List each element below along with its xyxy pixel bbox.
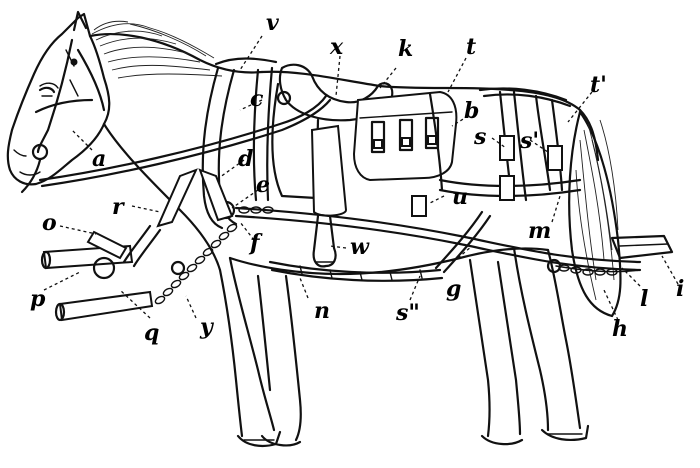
label-o: o bbox=[42, 210, 57, 236]
part-labels: a b c d e f g h i k l m n o p q r s s' s… bbox=[30, 10, 684, 346]
reins bbox=[38, 94, 332, 188]
horse-body bbox=[6, 10, 600, 447]
label-i: i bbox=[676, 276, 684, 302]
bridle bbox=[20, 38, 106, 194]
label-l: l bbox=[640, 286, 648, 312]
label-h: h bbox=[612, 316, 628, 342]
pole-front bbox=[40, 230, 186, 322]
mane bbox=[91, 20, 223, 79]
label-g: g bbox=[446, 276, 461, 302]
label-d: d bbox=[238, 146, 253, 172]
breeching bbox=[411, 87, 582, 217]
label-s2: s" bbox=[395, 300, 420, 326]
chain-f bbox=[238, 206, 274, 214]
label-f: f bbox=[248, 230, 263, 256]
girth bbox=[268, 210, 492, 282]
label-p: p bbox=[30, 286, 46, 312]
saddle bbox=[271, 63, 394, 268]
chain-y bbox=[154, 223, 238, 305]
label-w: w bbox=[350, 234, 370, 260]
label-k: k bbox=[398, 36, 413, 62]
traces bbox=[234, 206, 674, 276]
label-s: s bbox=[473, 124, 486, 150]
leader-lines bbox=[43, 35, 679, 321]
label-b: b bbox=[464, 98, 479, 124]
label-v: v bbox=[266, 10, 279, 36]
label-t: t bbox=[466, 34, 476, 60]
label-c: c bbox=[250, 86, 264, 112]
saddle-bag bbox=[352, 90, 458, 182]
label-x: x bbox=[329, 34, 344, 60]
label-n: n bbox=[314, 298, 330, 324]
label-a: a bbox=[92, 146, 106, 172]
neck-straps bbox=[122, 168, 234, 268]
label-t1: t' bbox=[590, 72, 607, 98]
label-y: y bbox=[199, 314, 215, 340]
tail bbox=[568, 110, 622, 318]
label-r: r bbox=[112, 194, 125, 220]
label-m: m bbox=[528, 218, 551, 244]
label-s1: s' bbox=[519, 128, 539, 154]
label-u: u bbox=[452, 184, 468, 210]
label-q: q bbox=[144, 320, 159, 346]
label-e: e bbox=[256, 172, 270, 198]
